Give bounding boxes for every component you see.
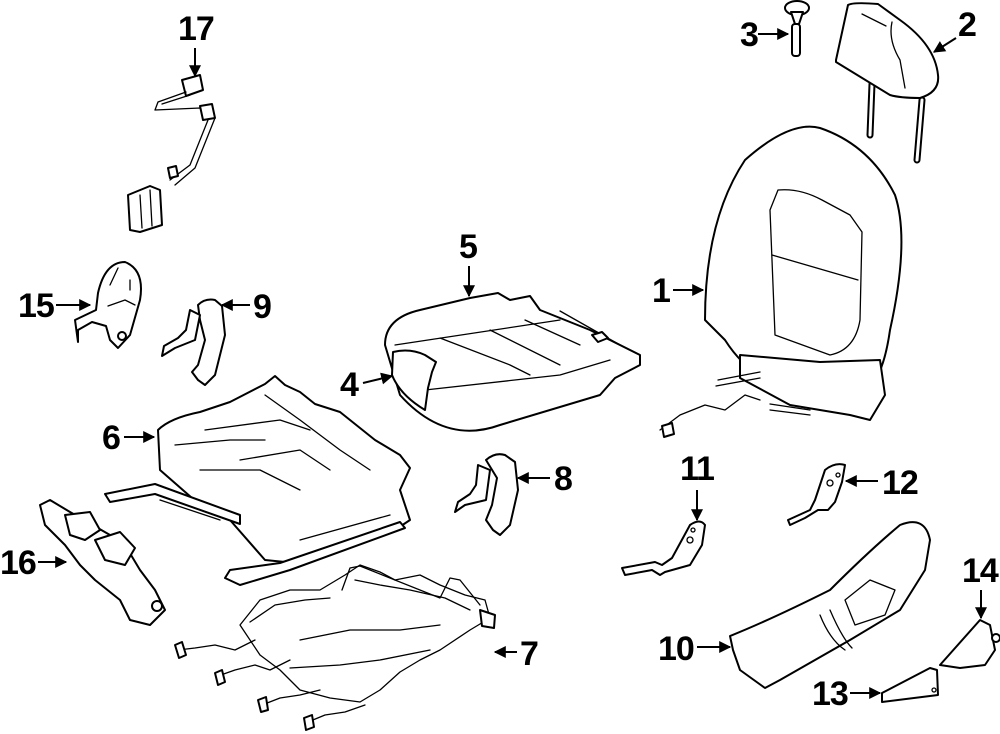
callout-label: 11 [680, 450, 714, 488]
callout-label: 3 [740, 16, 758, 54]
callout-label: 12 [882, 464, 918, 502]
callout-8: 8 [516, 460, 573, 498]
callout-10: 10 [658, 630, 732, 668]
callout-5: 5 [459, 228, 478, 298]
part-8-bracket[interactable] [454, 453, 519, 536]
callout-11: 11 [680, 450, 715, 522]
callout-2: 2 [932, 6, 977, 53]
part-11-recliner-handle[interactable] [621, 520, 706, 576]
leader-arrow [362, 372, 394, 385]
callout-label: 17 [178, 10, 214, 48]
callout-label: 2 [958, 6, 976, 44]
part-7-spring-mat[interactable] [174, 564, 496, 731]
part-10-side-shield[interactable] [729, 521, 931, 689]
callout-label: 6 [102, 419, 120, 457]
part-9-bracket[interactable] [161, 298, 226, 386]
callout-label: 1 [652, 272, 670, 310]
callout-label: 13 [812, 675, 848, 713]
part-2-headrest[interactable] [835, 2, 940, 164]
callout-12: 12 [844, 464, 919, 502]
callout-3: 3 [740, 16, 790, 54]
leader-arrow [932, 37, 957, 53]
callout-label: 7 [520, 635, 538, 673]
callout-14: 14 [962, 552, 1000, 620]
part-1-seat-back[interactable] [659, 125, 903, 438]
part-4-cushion-pad[interactable] [391, 349, 437, 411]
callout-1: 1 [652, 272, 705, 310]
part-14-trim-cover[interactable] [939, 619, 1000, 669]
callout-16: 16 [0, 544, 68, 582]
part-12-height-handle[interactable] [787, 463, 846, 526]
callout-7: 7 [493, 635, 539, 673]
part-3-headrest-guide[interactable] [784, 0, 810, 57]
callout-label: 10 [658, 630, 694, 668]
callout-label: 16 [0, 544, 36, 582]
part-15-recliner-cover[interactable] [74, 261, 142, 349]
part-13-trim-cover[interactable] [881, 667, 939, 703]
callout-15: 15 [18, 287, 92, 325]
callout-label: 9 [253, 288, 271, 326]
callout-label: 15 [18, 287, 54, 325]
part-6-seat-frame[interactable] [104, 375, 411, 586]
callout-6: 6 [102, 419, 156, 457]
callout-label: 8 [554, 460, 572, 498]
callout-label: 5 [459, 228, 477, 266]
callout-9: 9 [220, 288, 272, 326]
part-17-wiring-harness[interactable] [127, 74, 216, 233]
part-5-cushion-cover[interactable] [384, 292, 641, 432]
callout-17: 17 [178, 10, 215, 78]
callout-label: 4 [340, 366, 359, 404]
part-16-belt-anchor[interactable] [39, 499, 166, 626]
callout-4: 4 [340, 366, 394, 404]
callout-13: 13 [812, 675, 882, 713]
callout-label: 14 [962, 552, 999, 590]
